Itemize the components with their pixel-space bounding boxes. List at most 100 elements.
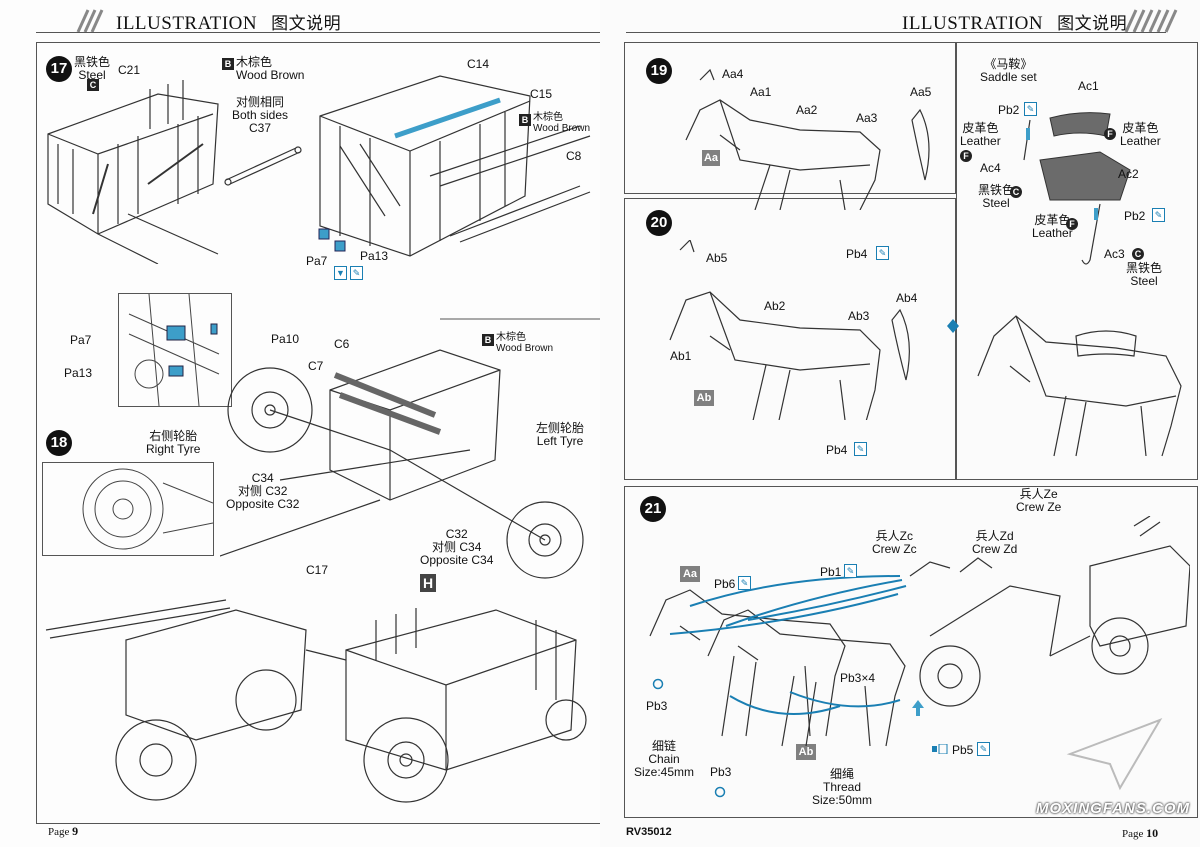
crew-zd-cn: 兵人Zd (975, 529, 1014, 543)
steel1-cn: 黑铁色 (978, 183, 1015, 197)
detail-inset-drawing (128, 294, 220, 406)
up-arrow-icon (912, 700, 924, 716)
step-number-18: 18 (46, 430, 72, 456)
footer-page-label-left: Page (48, 826, 70, 838)
steel2-en: Steel (1130, 274, 1158, 288)
glue-brush-icon-pb5: ✎ (977, 742, 990, 756)
both-cn: 对侧相同 (236, 95, 285, 109)
step-number-21: 21 (640, 496, 666, 522)
color-code-b-wood-3: B (482, 334, 494, 346)
frame-step19 (624, 42, 956, 194)
crew-ze-en: Crew Ze (1016, 500, 1062, 514)
part-c14: C14 (467, 57, 490, 71)
part-aa4: Aa4 (722, 67, 744, 81)
header-stripes-left (76, 9, 104, 33)
glue-brush-icon-pb1: ✎ (844, 564, 857, 578)
crew-zc-cn: 兵人Zc (875, 529, 913, 543)
part-pb3-b: Pb3 (710, 765, 732, 779)
leather2-cn: 皮革色 (1122, 121, 1159, 135)
header-rule (36, 32, 600, 33)
part-pb6: Pb6 (714, 577, 736, 591)
wagon-assembled-drawing (45, 599, 587, 803)
color-code-c-2: C (1132, 248, 1144, 260)
part-pb1: Pb1 (820, 565, 842, 579)
part-pb4-20: Pb4 (826, 443, 848, 457)
color-code-b-wood-2: B (519, 114, 531, 126)
both-sides-rod-c37 (224, 146, 302, 186)
part-pa10: Pa10 (271, 332, 300, 346)
left-tyre-en: Left Tyre (536, 434, 584, 448)
saddle-title: 《马鞍》 (984, 57, 1033, 71)
part-pb2-a: Pb2 (998, 103, 1020, 117)
part-ab3: Ab3 (848, 309, 870, 323)
part-c21: C21 (118, 63, 141, 77)
part-pa13-detail: Pa13 (64, 366, 93, 380)
part-ab4: Ab4 (896, 291, 918, 305)
part-pa7-detail: Pa7 (70, 333, 92, 347)
part-c6: C6 (334, 337, 350, 351)
thread-en: Thread (823, 780, 862, 794)
watermark-logo (1066, 718, 1163, 791)
steel-en: Steel (78, 68, 106, 82)
leather2-en: Leather (1120, 134, 1161, 148)
wood1-en: Wood Brown (236, 68, 305, 82)
glue-brush-icon-a: ✎ (350, 266, 363, 280)
color-code-c-1: C (1010, 186, 1022, 198)
saddle-set-title: 《马鞍》Saddle set (980, 58, 1037, 84)
frame-step21 (624, 486, 1198, 818)
horse-tag-ab-21: Ab (796, 744, 816, 760)
part-aa1: Aa1 (750, 85, 772, 99)
color-code-f-1: F (960, 150, 972, 162)
wood3-cn: 木棕色 (496, 332, 526, 343)
wood2-cn: 木棕色 (533, 112, 563, 123)
saddled-horse-drawing (977, 315, 1182, 457)
step-number-17: 17 (46, 56, 72, 82)
part-ac2: Ac2 (1118, 167, 1139, 181)
color-code-f-3: F (1066, 218, 1078, 230)
wagon-box-drawing-17a (47, 80, 219, 264)
part-pb3-a: Pb3 (646, 699, 668, 713)
opp-c34-cn: 对侧 C34 (432, 540, 482, 554)
part-pb2-b: Pb2 (1124, 209, 1146, 223)
cement-icon-a: ▼ (334, 266, 347, 280)
saddle-subtitle: Saddle set (980, 70, 1037, 84)
color-code-c-steel: C (87, 79, 99, 91)
frame-step20 (624, 198, 956, 480)
pb5-part-icon (932, 744, 948, 754)
step-number-20: 20 (646, 210, 672, 236)
crew-zd-en: Crew Zd (972, 542, 1018, 556)
footer-page-num-left: 9 (72, 824, 79, 838)
color-code-f-2: F (1104, 128, 1116, 140)
wagon-box-drawing-17b (319, 75, 591, 257)
glue-brush-icon-20: ✎ (854, 442, 867, 456)
horse-tag-ab: Ab (694, 390, 714, 406)
step-number-19: 19 (646, 58, 672, 84)
part-c17: C17 (306, 563, 329, 577)
part-pb3x4: Pb3×4 (840, 671, 876, 685)
arrow-marker-icon (947, 319, 959, 333)
part-aa2: Aa2 (796, 103, 818, 117)
part-ab5: Ab5 (706, 251, 728, 265)
header-rule-right (626, 32, 1166, 33)
horse-drawing-19 (685, 68, 930, 210)
part-c7: C7 (308, 359, 324, 373)
part-ac3: Ac3 (1104, 247, 1125, 261)
opp-c34-en: Opposite C34 (420, 553, 494, 567)
opp-c32-cn: 对侧 C32 (238, 484, 288, 498)
